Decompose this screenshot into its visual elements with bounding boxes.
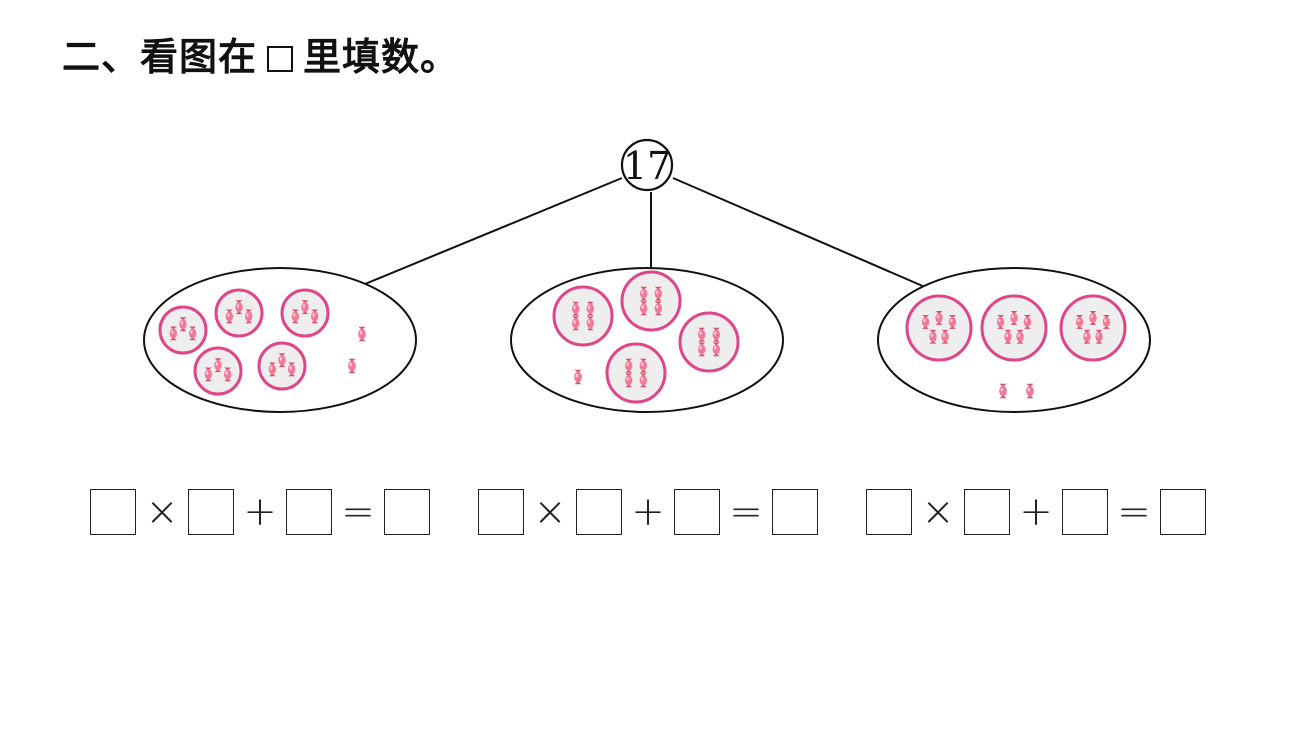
candy-icon: [935, 311, 943, 325]
title-prefix: 二、看图在: [62, 34, 258, 79]
candy-icon: [639, 373, 647, 388]
title-suffix: 里填数。: [303, 34, 460, 79]
line-left: [364, 177, 623, 285]
candy-icon: [169, 326, 178, 341]
candy-icon: [278, 353, 286, 368]
candy-icon: [268, 362, 277, 377]
candy-icon: [586, 301, 594, 316]
candy-icon: [235, 300, 243, 315]
candy-icon: [179, 317, 187, 332]
equals-sign: =: [341, 489, 375, 535]
times-sign: ×: [145, 489, 179, 535]
plus-sign: +: [631, 489, 665, 535]
times-sign: ×: [533, 489, 567, 535]
candy-icon: [1095, 329, 1103, 344]
title-answer-box-symbol: [267, 46, 294, 72]
answer-box-1b[interactable]: [188, 489, 234, 535]
group-3-circles: [905, 294, 1127, 399]
connector-lines: [364, 177, 926, 288]
equation-2: × + =: [478, 487, 818, 537]
candy-icon: [698, 342, 706, 357]
candy-icon: [654, 286, 662, 301]
answer-box-3a[interactable]: [866, 489, 912, 535]
candy-icon: [287, 362, 296, 377]
candy-icon: [1016, 329, 1024, 344]
candy-icon: [640, 301, 648, 316]
candy-icon: [1083, 329, 1091, 344]
candy-icon: [572, 301, 580, 316]
candy-icon: [358, 326, 366, 342]
root-node: 17: [620, 138, 674, 192]
equals-sign: =: [729, 489, 763, 535]
line-right: [672, 177, 926, 288]
candy-icon: [996, 315, 1005, 329]
candy-icon: [625, 358, 633, 373]
answer-box-1a[interactable]: [90, 489, 136, 535]
plus-sign: +: [243, 489, 277, 535]
candy-icon: [1004, 329, 1012, 344]
group-1-circles: [158, 288, 366, 396]
candy-group-circle: [905, 294, 973, 362]
group-2: [510, 267, 784, 413]
group-1: [143, 267, 417, 413]
equation-1: × + =: [90, 487, 430, 537]
candy-icon: [225, 309, 234, 324]
answer-box-3d[interactable]: [1160, 489, 1206, 535]
candy-icon: [1023, 315, 1032, 329]
candy-icon: [929, 329, 937, 344]
answer-box-2a[interactable]: [478, 489, 524, 535]
candy-icon: [291, 309, 300, 324]
candy-icon: [572, 316, 580, 331]
candy-icon: [941, 329, 949, 344]
candy-icon: [586, 316, 594, 331]
root-number: 17: [623, 144, 671, 188]
candy-group-circle: [620, 270, 682, 332]
candy-icon: [1010, 311, 1018, 325]
candy-icon: [204, 367, 213, 382]
equation-3: × + =: [866, 487, 1206, 537]
candy-icon: [214, 358, 222, 373]
candy-icon: [1102, 315, 1111, 329]
candy-icon: [712, 327, 720, 342]
answer-box-2c[interactable]: [674, 489, 720, 535]
candy-icon: [698, 327, 706, 342]
candy-icon: [310, 309, 319, 324]
candy-icon: [640, 286, 648, 301]
question-title: 二、看图在里填数。: [62, 26, 459, 81]
candy-icon: [999, 383, 1007, 399]
plus-sign: +: [1019, 489, 1053, 535]
candy-icon: [1075, 315, 1084, 329]
root-circle: [620, 138, 674, 192]
candy-group-circle: [980, 294, 1048, 362]
answer-box-2d[interactable]: [772, 489, 818, 535]
candy-group-circle: [678, 311, 740, 373]
group-2-circles: [552, 270, 740, 404]
candy-icon: [188, 326, 197, 341]
candy-icon: [223, 367, 232, 382]
candy-icon: [1026, 383, 1034, 399]
candy-icon: [654, 301, 662, 316]
group-3: [877, 267, 1151, 413]
answer-box-1d[interactable]: [384, 489, 430, 535]
candy-icon: [348, 358, 356, 374]
times-sign: ×: [921, 489, 955, 535]
candy-group-circle: [605, 342, 667, 404]
candy-icon: [921, 315, 930, 329]
candy-icon: [712, 342, 720, 357]
candy-icon: [948, 315, 957, 329]
answer-box-3b[interactable]: [964, 489, 1010, 535]
candy-icon: [301, 300, 309, 315]
candy-icon: [639, 358, 647, 373]
candy-icon: [574, 369, 582, 385]
candy-icon: [625, 373, 633, 388]
answer-box-2b[interactable]: [576, 489, 622, 535]
answer-box-3c[interactable]: [1062, 489, 1108, 535]
candy-group-circle: [552, 285, 614, 347]
answer-box-1c[interactable]: [286, 489, 332, 535]
candy-group-circle: [1059, 294, 1127, 362]
candy-icon: [1089, 311, 1097, 325]
equals-sign: =: [1117, 489, 1151, 535]
candy-icon: [244, 309, 253, 324]
